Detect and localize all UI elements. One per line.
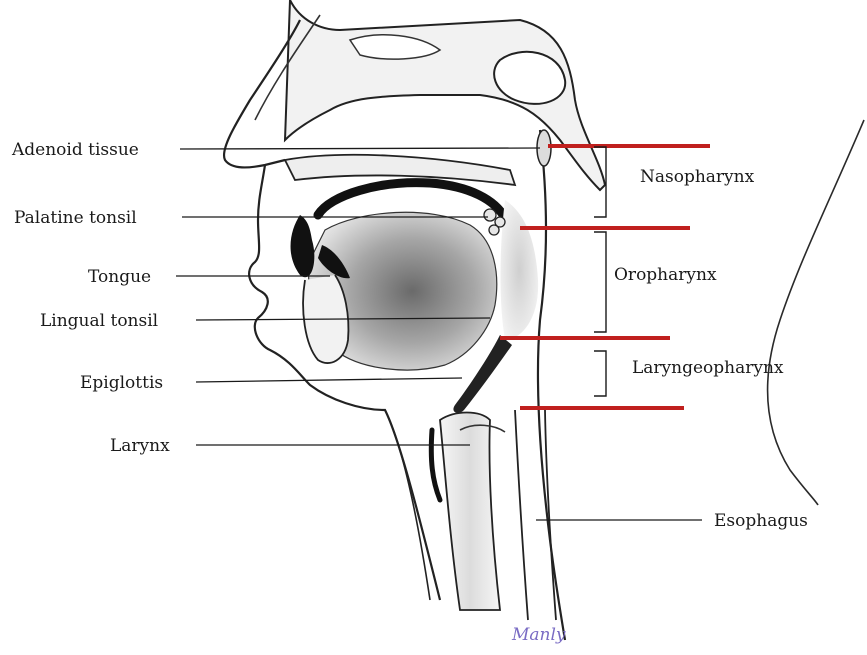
neck-front: [385, 410, 430, 600]
upper-teeth: [291, 215, 315, 277]
larynx: [440, 413, 500, 611]
laryngopharynx-bracket: [594, 351, 606, 396]
pharynx-space: [500, 200, 538, 340]
esophagus-tube: [515, 410, 556, 620]
label-lingual-tonsil: Lingual tonsil: [40, 311, 158, 331]
label-adenoid-tissue: Adenoid tissue: [11, 140, 139, 160]
neck-outline: [768, 120, 864, 505]
epiglottis-leader: [196, 378, 462, 382]
adenoid-leader: [180, 148, 540, 149]
label-epiglottis: Epiglottis: [80, 373, 163, 393]
label-larynx: Larynx: [110, 436, 170, 456]
label-laryngopharynx: Laryngeopharynx: [632, 358, 784, 378]
label-oropharynx: Oropharynx: [614, 265, 717, 285]
oropharynx-bracket: [594, 232, 606, 332]
label-esophagus: Esophagus: [714, 511, 808, 531]
artist-signature: Manly: [511, 625, 566, 645]
label-palatine-tonsil: Palatine tonsil: [14, 208, 137, 228]
label-tongue: Tongue: [88, 267, 151, 287]
label-nasopharynx: Nasopharynx: [640, 167, 755, 187]
thyroid-cartilage: [431, 430, 440, 500]
